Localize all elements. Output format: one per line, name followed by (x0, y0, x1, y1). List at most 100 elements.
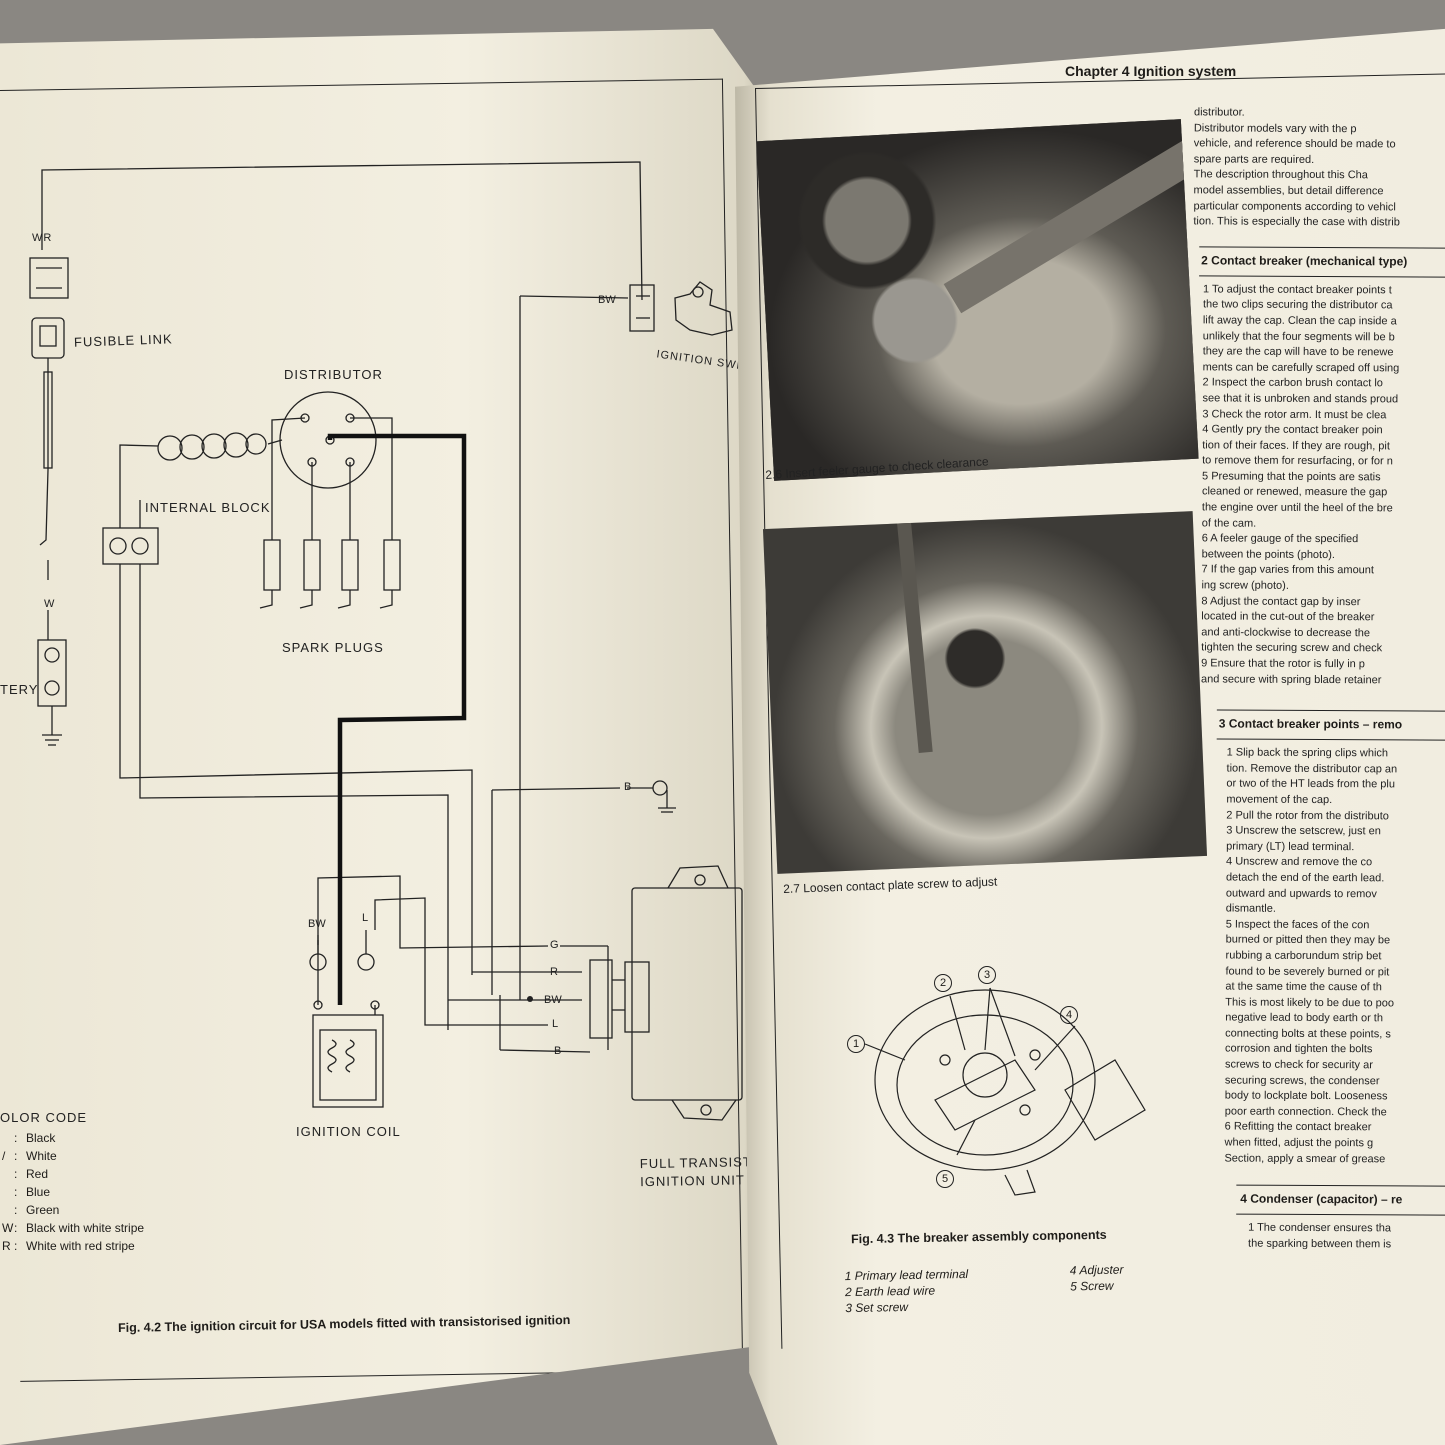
label-l: L (552, 1018, 559, 1030)
legend-item: 4 Adjuster (1069, 1262, 1124, 1278)
ignition-switch-icon (674, 281, 733, 336)
color-code-sep: : (14, 1203, 18, 1217)
color-code-row: R: White with red stripe (0, 1239, 300, 1257)
color-code-sep: : (14, 1185, 18, 1199)
fusible-link-icon (31, 317, 65, 359)
callout-line-5 (956, 1119, 976, 1156)
text-line: 8 Adjust the contact gap by inser (1201, 594, 1361, 608)
ht-lead (327, 433, 467, 1005)
text-line: when fitted, adjust the points g (1224, 1136, 1374, 1150)
color-code-name: Black with white stripe (26, 1221, 145, 1235)
text-line: 2 Pull the rotor from the distributo (1226, 809, 1389, 822)
color-code-row: /:White (0, 1149, 300, 1167)
text-line: 1 Slip back the spring clips which (1226, 746, 1389, 760)
label-w: W (44, 598, 55, 610)
callout-5: 5 (936, 1170, 954, 1188)
label-l-coil: L (362, 912, 369, 924)
color-code-name: Red (26, 1167, 49, 1181)
text-line: rubbing a carborundum strip bet (1225, 949, 1382, 963)
text-line: 1 The condenser ensures tha (1248, 1221, 1392, 1235)
text-line: dismantle. (1225, 902, 1276, 915)
color-code-sep: : (14, 1149, 18, 1163)
intro-paragraph: distributor.Distributor models vary with… (1193, 105, 1445, 231)
callout-line-3 (984, 987, 991, 1051)
section-4-body: 1 The condenser ensures tha the sparking … (1248, 1221, 1445, 1253)
spark-plug-icons (259, 539, 401, 609)
color-code-abbr: R (2, 1239, 11, 1253)
label-g: G (550, 939, 559, 951)
ignition-coil-icon (312, 1014, 384, 1108)
color-code-row: : Black (0, 1131, 300, 1149)
text-line: Distributor models vary with the p (1193, 121, 1357, 135)
callout-line-4 (1034, 1025, 1076, 1071)
label-battery: TERY (0, 682, 39, 697)
text-line: or two of the HT leads from the plu (1226, 777, 1396, 791)
legend-item: 5 Screw (1070, 1278, 1114, 1294)
feeler-gauge-blade (943, 129, 1199, 314)
text-line: and secure with spring blade retainer (1200, 672, 1382, 686)
label-distributor: DISTRIBUTOR (284, 367, 383, 382)
transistor-unit-icon (631, 887, 743, 1101)
screwdriver-shaft (896, 512, 933, 754)
right-page: Chapter 4 Ignition system 2.6 Insert fee… (735, 28, 1445, 1445)
text-line: at the same time the cause of th (1225, 980, 1382, 994)
text-line: they are the cap will have to be renewe (1202, 345, 1394, 359)
color-code-sep: : (14, 1221, 18, 1235)
text-line: outward and upwards to remov (1225, 887, 1377, 900)
text-line: vehicle, and reference should be made to (1193, 137, 1396, 151)
text-line: 4 Unscrew and remove the co (1226, 855, 1373, 869)
callout-2: 2 (934, 974, 952, 992)
section-3-title: 3 Contact breaker points – remo (1218, 716, 1403, 732)
chapter-header: Chapter 4 Ignition system (1065, 63, 1237, 79)
color-code-name: White with red stripe (26, 1239, 135, 1253)
callout-1: 1 (847, 1035, 865, 1053)
color-code-row: :Red (0, 1167, 300, 1185)
text-line: 7 If the gap varies from this amount (1201, 563, 1375, 577)
legend-item: 1 Primary lead terminal (844, 1266, 969, 1284)
left-page: WR FUSIBLE LINK DISTRIBUTOR BW IGNITION … (0, 28, 775, 1445)
internal-block (102, 527, 159, 565)
text-line: tion. Remove the distributor cap an (1226, 762, 1398, 776)
color-code-sep: : (14, 1239, 18, 1253)
battery-icon (37, 639, 67, 707)
label-ignition-coil: IGNITION COIL (296, 1124, 401, 1139)
text-line: of the cam. (1201, 517, 1257, 530)
text-line: unlikely that the four segments will be … (1202, 329, 1395, 343)
text-line: tion of their faces. If they are rough, … (1202, 439, 1390, 453)
text-line: tion. This is especially the case with d… (1193, 215, 1400, 229)
fig43-legend-left: 1 Primary lead terminal 2 Earth lead wir… (845, 1266, 969, 1316)
section-2-body: 1 To adjust the contact breaker points t… (1201, 282, 1445, 689)
wr-connector (29, 257, 69, 299)
text-column: distributor.Distributor models vary with… (1188, 105, 1445, 1253)
color-code-name: Black (26, 1131, 56, 1145)
text-line: 9 Ensure that the rotor is fully in p (1201, 657, 1365, 671)
label-bw: BW (544, 994, 562, 1006)
color-code-name: Blue (26, 1185, 51, 1199)
callout-line-1 (864, 1043, 906, 1061)
color-code-sep: : (14, 1131, 18, 1145)
text-line: screws to check for security ar (1224, 1058, 1373, 1072)
text-line: 6 Refitting the contact breaker (1224, 1120, 1372, 1134)
label-internal-block: INTERNAL BLOCK (145, 500, 271, 515)
text-line: The description throughout this Cha (1193, 168, 1368, 182)
transistor-connector (589, 959, 613, 1039)
color-code-abbr: / (2, 1149, 6, 1163)
photo-contact-plate (762, 511, 1208, 874)
text-line: model assemblies, but detail difference (1193, 184, 1384, 198)
text-line: 3 Check the rotor arm. It must be clea (1202, 407, 1387, 421)
section-2-title: 2 Contact breaker (mechanical type) (1201, 253, 1408, 269)
text-line: to remove them for resurfacing, or for n (1202, 454, 1393, 468)
text-line: 3 Unscrew the setscrew, just en (1226, 824, 1381, 838)
text-line: ments can be carefully scraped off using (1202, 361, 1400, 375)
photo-feeler-gauge (756, 119, 1199, 481)
legend-item: 3 Set screw (845, 1299, 909, 1316)
text-line: poor earth connection. Check the (1224, 1105, 1387, 1119)
text-line: see that it is unbroken and stands proud (1202, 392, 1399, 406)
text-line: the sparking between them is (1248, 1237, 1392, 1251)
text-line: found to be severely burned or pit (1225, 965, 1390, 978)
text-line: securing screws, the condenser (1224, 1074, 1380, 1087)
label-b: B (554, 1045, 562, 1057)
color-code-row: : Blue (0, 1185, 300, 1203)
